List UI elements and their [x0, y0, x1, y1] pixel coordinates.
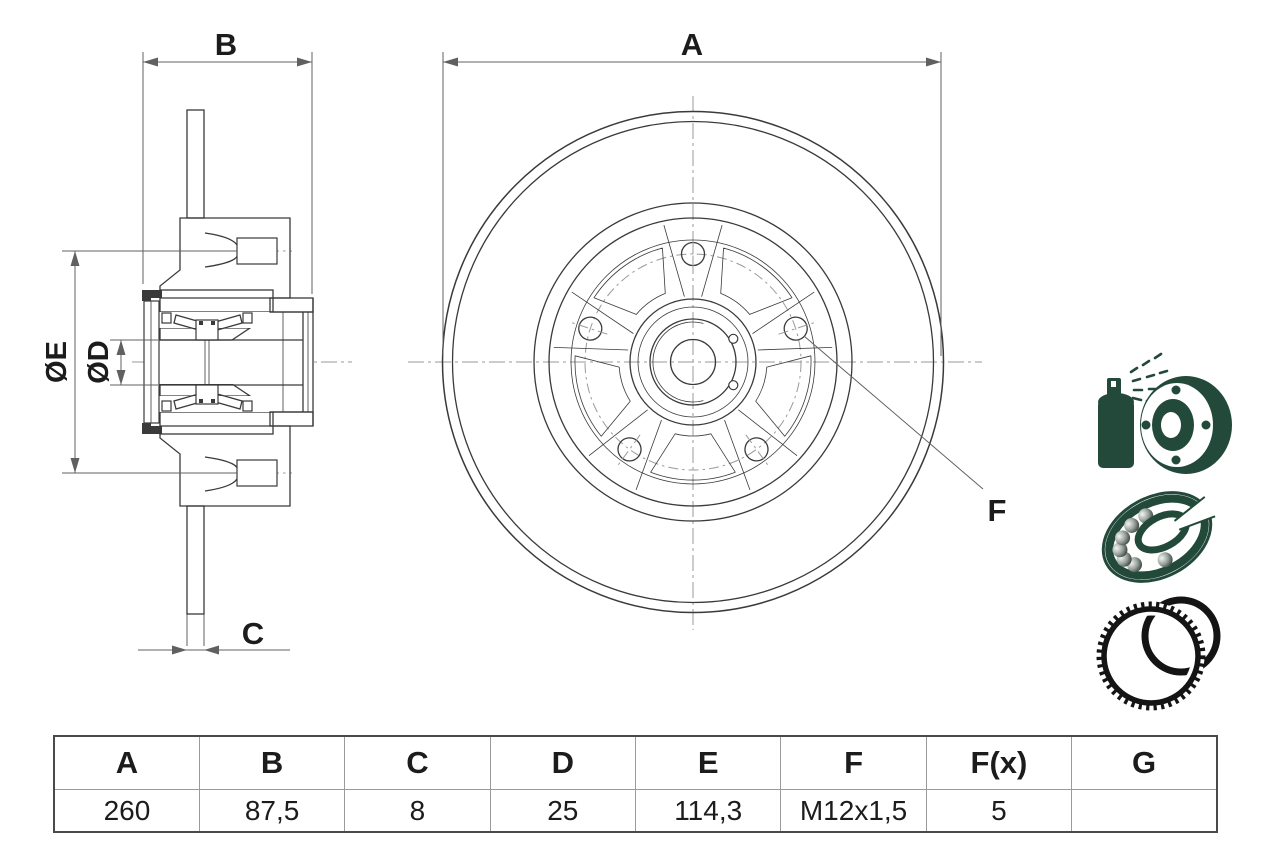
table-value-row: 260 87,5 8 25 114,3 M12x1,5 5: [53, 789, 1218, 833]
bore-notch: [728, 380, 739, 391]
front-view: [408, 96, 982, 630]
column-header-c: C: [344, 735, 491, 790]
column-header-a: A: [53, 735, 200, 790]
dim-label-a: A: [681, 27, 703, 62]
column-header-b: B: [198, 735, 346, 790]
dim-label-f: F: [988, 493, 1007, 528]
value-fx: 5: [925, 789, 1073, 833]
dimension-f-leader: F: [803, 335, 1007, 528]
dimension-a: A: [442, 27, 942, 356]
dimension-dia-e: ØE: [41, 250, 237, 474]
column-header-f: F: [780, 735, 927, 790]
column-header-g: G: [1071, 735, 1218, 790]
dim-label-c: C: [242, 616, 264, 651]
bore-notch: [728, 333, 739, 344]
dimension-table: A B C D E F F(x) G 260 87,5 8 25 114,3 M…: [53, 735, 1218, 833]
dimension-b: B: [142, 27, 313, 294]
brake-disc-technical-drawing: B C ØE ØD: [41, 27, 1232, 711]
coated-disc-spray-icon: [1098, 352, 1232, 474]
side-view: [132, 109, 352, 646]
dim-label-b: B: [215, 27, 237, 62]
value-b: 87,5: [198, 789, 346, 833]
value-f: M12x1,5: [780, 789, 927, 833]
value-e: 114,3: [634, 789, 782, 833]
value-d: 25: [489, 789, 637, 833]
value-c: 8: [344, 789, 491, 833]
dim-label-dia-e: ØE: [41, 341, 73, 383]
dimension-c: C: [138, 616, 290, 655]
bearing-balls: [1112, 508, 1173, 573]
wheel-bearing-icon: [1101, 491, 1218, 583]
column-header-d: D: [489, 735, 637, 790]
column-header-e: E: [634, 735, 782, 790]
abs-ring-icon: [1096, 596, 1221, 711]
value-g: [1071, 789, 1218, 833]
dimension-dia-d: ØD: [83, 339, 158, 386]
table-header-row: A B C D E F F(x) G: [53, 735, 1218, 790]
value-a: 260: [53, 789, 200, 833]
column-header-fx: F(x): [925, 735, 1073, 790]
dim-label-dia-d: ØD: [83, 340, 115, 384]
